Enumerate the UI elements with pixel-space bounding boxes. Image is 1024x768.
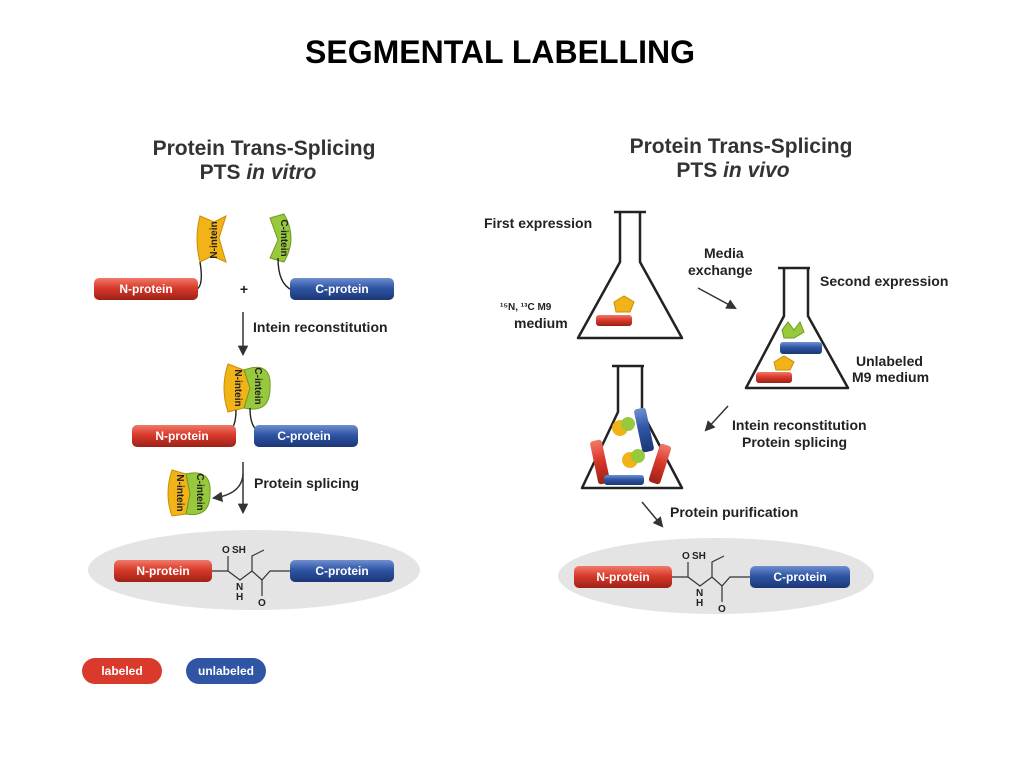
in-vivo-heading-line1: Protein Trans-Splicing [630, 135, 853, 158]
product-c-protein [290, 560, 394, 582]
reconstituted-n-intein-label: N-intein [232, 369, 243, 406]
vivo-product-c-protein-label: C-protein [773, 570, 826, 584]
protein-purification-label: Protein purification [670, 504, 798, 520]
vivo-chem-o-2: O [718, 604, 726, 615]
reconstituted-c-intein [243, 366, 271, 410]
arrow-media-exchange [697, 287, 737, 309]
vivo-chem-n: N [696, 588, 703, 599]
flask2-c-intein [781, 320, 805, 339]
flask2-c-protein [780, 342, 822, 354]
step-intein-reconstitution: Intein reconstitution [253, 319, 388, 335]
in-vitro-product-ellipse [88, 530, 420, 610]
media-exchange-line2: exchange [688, 262, 753, 278]
n-intein-label: N-intein [209, 221, 220, 258]
n-protein-cylinder-2 [132, 425, 236, 447]
legend-unlabeled-text: unlabeled [198, 664, 254, 678]
arrow-purification [641, 501, 664, 528]
in-vivo-heading-line2: PTS in vivo [676, 159, 789, 182]
step-protein-splicing: Protein splicing [254, 475, 359, 491]
in-vivo-step-line2: Protein splicing [742, 434, 847, 450]
flask3-n-protein [590, 439, 610, 485]
c-protein-label-2: C-protein [277, 429, 330, 443]
flask3-intein-a-c [621, 417, 635, 431]
arrow-intein-reconstitution [704, 405, 729, 432]
labeled-medium-line1: ¹⁵N, ¹³C M9 [500, 302, 552, 313]
vivo-product-n-protein-label: N-protein [596, 570, 649, 584]
plus-sign: + [240, 281, 248, 297]
flask3-c-protein-b [604, 475, 644, 485]
n-protein-label-2: N-protein [155, 429, 208, 443]
legend-labeled-text: labeled [101, 664, 142, 678]
n-protein-label: N-protein [119, 282, 172, 296]
legend-labeled-pill [82, 658, 162, 684]
product-c-protein-label: C-protein [315, 564, 368, 578]
vivo-chem-o-1: O [682, 551, 690, 562]
slide-title: SEGMENTAL LABELLING [305, 34, 695, 70]
n-intein-shape [196, 215, 227, 263]
c-protein-cylinder-2 [254, 425, 358, 447]
in-vivo-product-ellipse [558, 538, 874, 614]
flask3-n-protein-b [648, 443, 672, 485]
media-exchange-line1: Media [704, 245, 744, 261]
c-protein-label: C-protein [315, 282, 368, 296]
excised-c-intein-label: C-intein [194, 473, 205, 510]
c-intein-shape [269, 213, 292, 263]
flask2-n-intein [773, 355, 795, 371]
peptide-bond-structure [212, 549, 290, 596]
first-expression-label: First expression [484, 215, 592, 231]
chem-sh: SH [232, 545, 246, 556]
flask3-c-protein-a [634, 407, 654, 453]
chem-h: H [236, 592, 243, 603]
unlabeled-medium-line2: M9 medium [852, 369, 929, 385]
legend-unlabeled-pill [186, 658, 266, 684]
unlabeled-medium-line1: Unlabeled [856, 353, 923, 369]
c-intein-label: C-intein [278, 219, 289, 256]
second-expression-label: Second expression [820, 273, 948, 289]
in-vitro-heading-italic: in vitro [246, 161, 316, 184]
in-vitro-heading-line2: PTS in vitro [200, 161, 317, 184]
product-n-protein-label: N-protein [136, 564, 189, 578]
c-protein-cylinder [290, 278, 394, 300]
n-protein-cylinder [94, 278, 198, 300]
flask3-intein-b-c [631, 449, 645, 463]
in-vitro-heading-prefix: PTS [200, 161, 247, 184]
in-vivo-heading-italic: in vivo [723, 159, 790, 182]
flask1-n-intein [613, 295, 635, 313]
chem-o-1: O [222, 545, 230, 556]
reconstituted-c-intein-label: C-intein [252, 367, 263, 404]
vivo-chem-h: H [696, 598, 703, 609]
vivo-product-n-protein [574, 566, 672, 588]
chem-n: N [236, 582, 243, 593]
arrow-splicing-branch [211, 473, 244, 503]
in-vivo-step-line1: Intein reconstitution [732, 417, 867, 433]
vivo-product-c-protein [750, 566, 850, 588]
flask2-n-protein [756, 372, 792, 383]
labeled-medium-line2: medium [514, 315, 568, 331]
flask1-n-protein [596, 315, 632, 326]
product-n-protein [114, 560, 212, 582]
vivo-chem-sh: SH [692, 551, 706, 562]
excised-n-intein-label: N-intein [174, 474, 185, 511]
in-vivo-heading-prefix: PTS [676, 159, 723, 182]
vivo-peptide-bond-structure [672, 555, 750, 602]
excised-c-intein [185, 472, 211, 516]
chem-o-2: O [258, 598, 266, 609]
in-vitro-heading-line1: Protein Trans-Splicing [153, 137, 376, 160]
first-flask [576, 210, 684, 340]
c-linker [277, 257, 293, 291]
